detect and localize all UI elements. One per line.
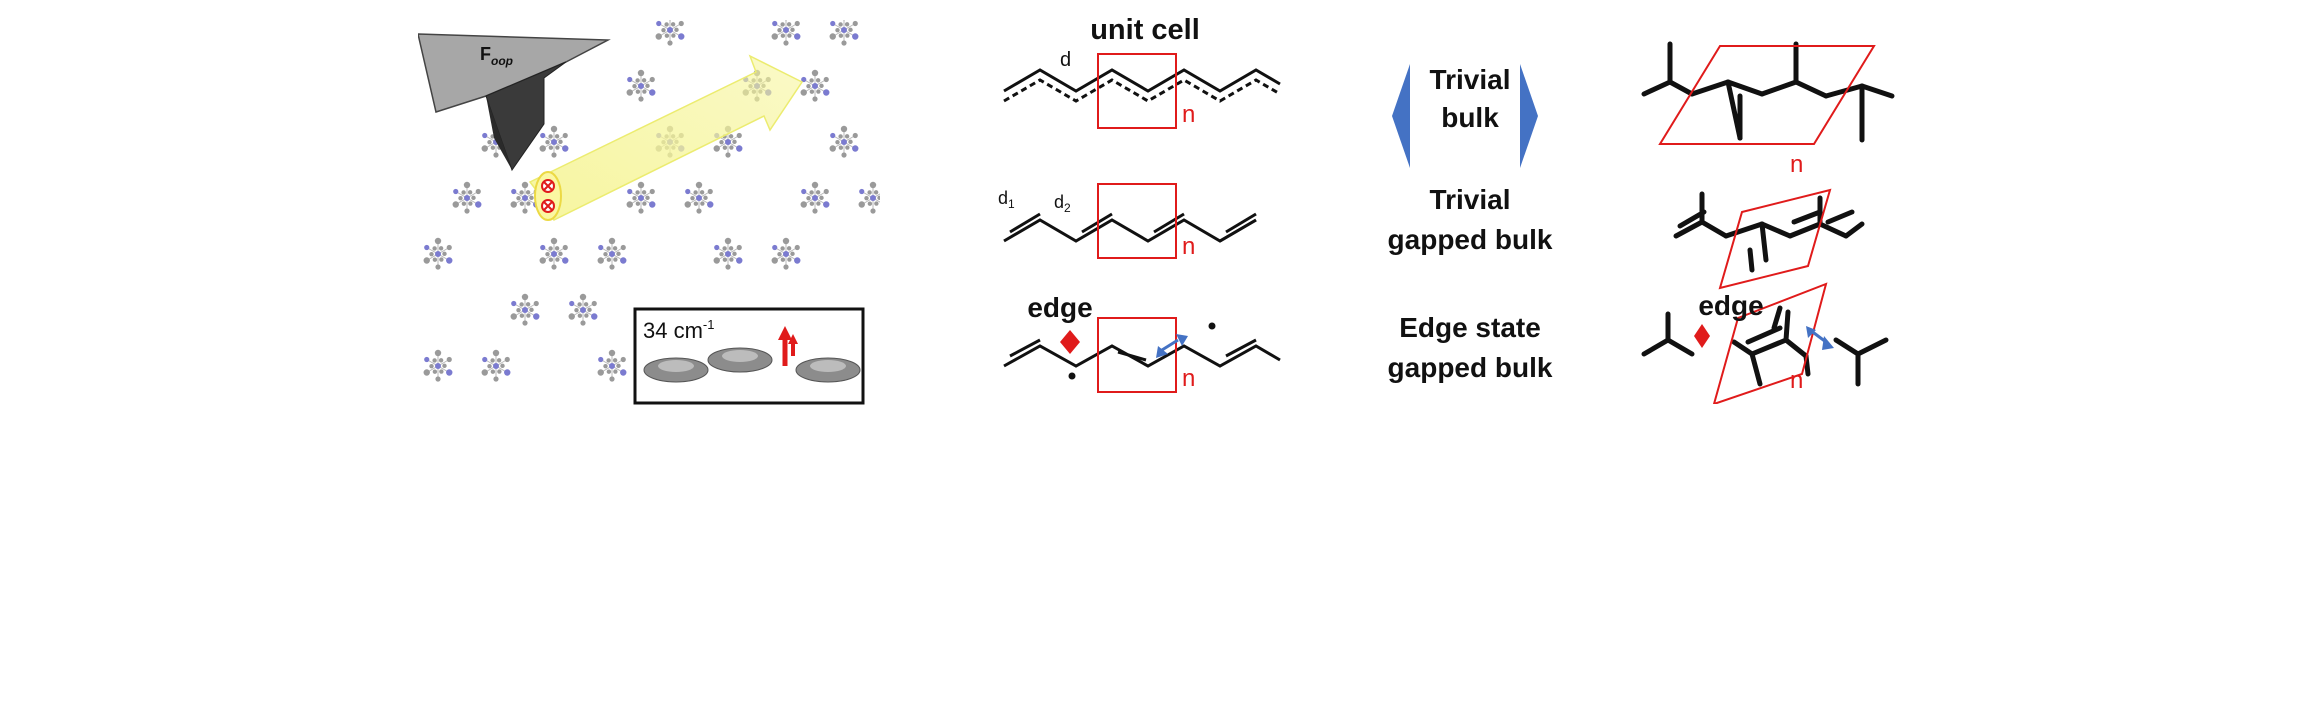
molecule [568,293,598,326]
molecule [858,181,888,214]
molecule [626,69,656,102]
edge-index-label: n [1182,365,1195,392]
propagation-arrow [528,54,804,222]
unit-cell-title: unit cell [1090,14,1200,46]
d1-label: d1 [998,188,1015,211]
displacement-arrow [778,326,798,366]
chain-diagram-svg: d n d1 d2 n [998,49,1281,393]
molecule [510,293,540,326]
dimerized-lattice [1673,191,1865,273]
edge-state-lattice [1641,305,1889,387]
lattice-index-label-3: n [1790,367,1803,394]
molecule [423,349,453,382]
tip-label: Foop [480,44,513,68]
molecule [800,181,830,214]
double-arrow-icon [1392,64,1538,168]
bond-shift-arrow [1156,334,1188,358]
lattice-diagram-svg: n [1641,41,1895,406]
molecule [452,181,482,214]
edge-marker-diamond [1060,330,1080,354]
inset-molecule [707,347,773,373]
molecule [771,13,801,46]
inset-molecules [643,347,861,383]
molecule [655,13,685,46]
molecule [423,237,453,270]
trivial-gapped-label-line2: gapped bulk [1387,224,1553,255]
molecule [539,237,569,270]
edge-state-label-line1: Edge state [1399,312,1541,343]
inset-molecule [643,357,709,383]
inset-frequency-label: 34 cm-1 [643,317,714,343]
edge-label-middle: edge [1027,292,1093,323]
dimerized-chain: d1 d2 n [998,183,1257,260]
molecule [626,181,656,214]
molecule [597,349,627,382]
uniform-chain: d n [1003,49,1281,129]
molecule [539,125,569,158]
phase-labels: Trivial bulk Trivial gapped bulk Edge st… [1380,40,1560,400]
molecule [481,349,511,382]
unit-cell-index-label: n [1182,101,1195,128]
molecule [829,13,859,46]
edge-state-label-line2: gapped bulk [1387,352,1553,383]
molecule [829,125,859,158]
uniform-lattice [1641,41,1895,143]
molecule [713,237,743,270]
trivial-bulk-label-line2: bulk [1441,102,1499,133]
lattice-index-label-1: n [1790,151,1803,178]
molecule [597,237,627,270]
lattice-bond-shift-arrow [1806,326,1834,350]
lattice-edge-diamond [1694,324,1710,348]
lattice-diagrams: n [1630,14,1910,406]
molecule [800,69,830,102]
inset-molecule [795,357,861,383]
molecule [684,181,714,214]
d2-label: d2 [1054,192,1071,215]
edge-label-right: edge [1698,290,1764,321]
trivial-bulk-label-line1: Trivial [1429,64,1511,95]
molecule [771,237,801,270]
molecular-network-image: Foop 34 cm-1 [417,13,888,405]
dimerized-index-label: n [1182,233,1195,260]
trivial-gapped-label-line1: Trivial [1429,184,1511,215]
vibration-mode-inset: 34 cm-1 [633,307,865,405]
edge-state-chain: n [1003,317,1281,393]
chain-diagrams: unit cell d n d1 d2 n [990,14,1290,404]
molecular-network-panel: Foop 34 cm-1 [417,13,888,406]
out-of-plane-markers [534,171,562,221]
bond-length-label: d [1060,49,1071,71]
afm-tip: Foop [417,33,611,172]
